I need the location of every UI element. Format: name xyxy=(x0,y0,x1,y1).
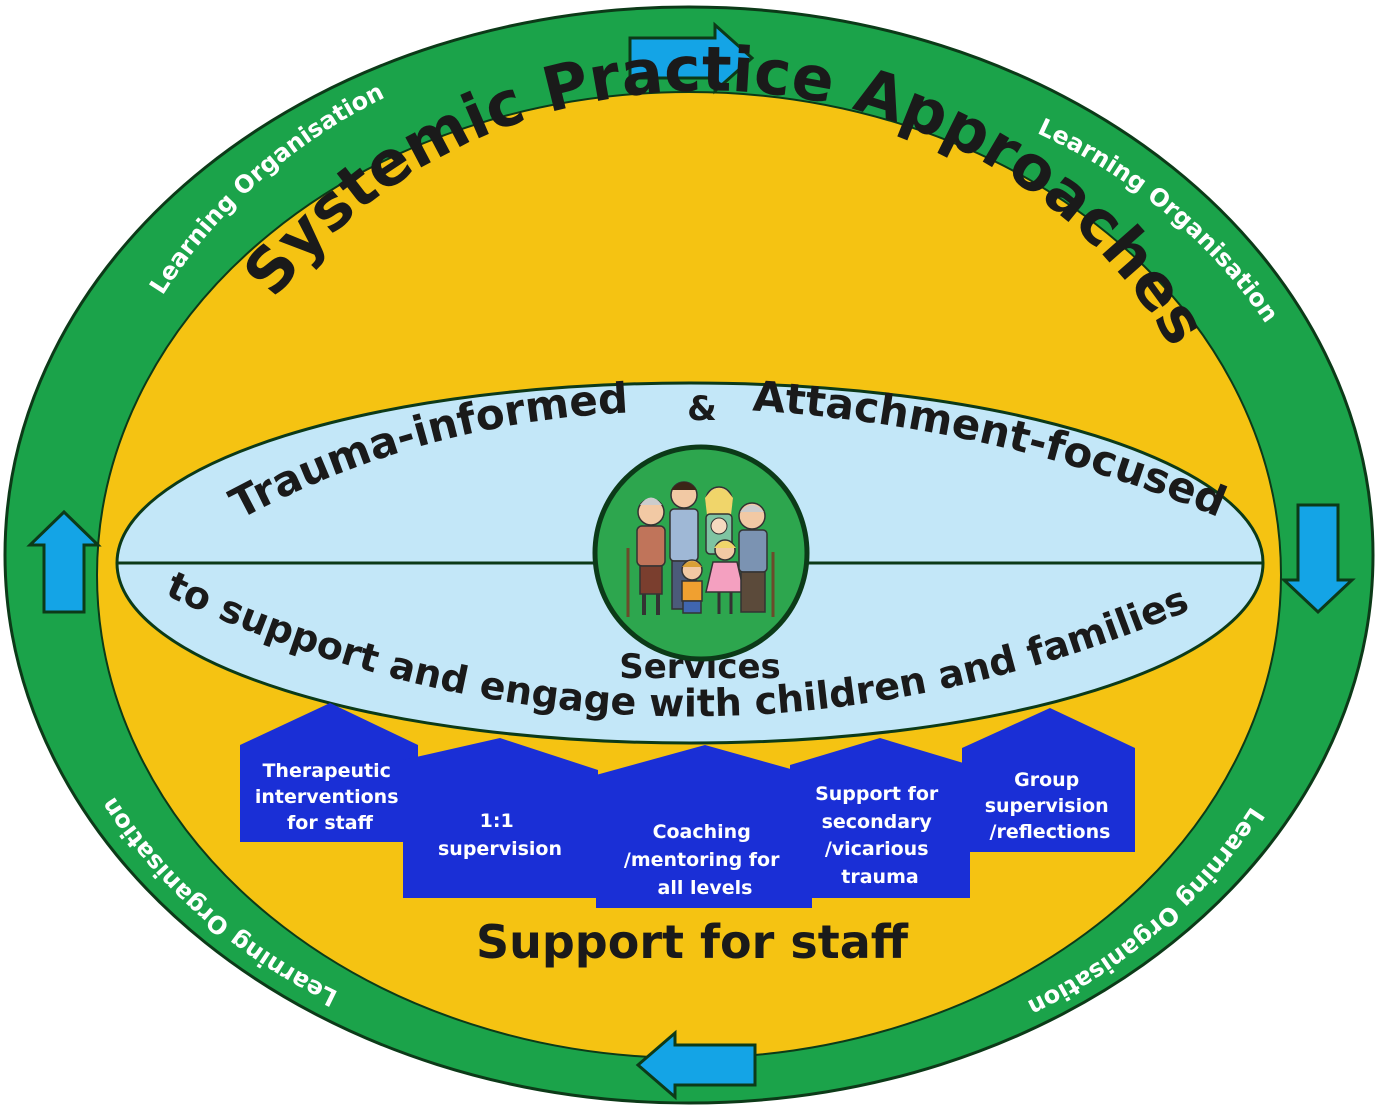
support-box-text: Therapeutic interventions for staff xyxy=(255,760,405,834)
support-box-secondary-trauma: Support for secondary /vicarious trauma xyxy=(790,738,970,898)
arrow-right-icon xyxy=(628,21,755,95)
support-box-text: Coaching /mentoring for all levels xyxy=(624,821,786,899)
family-group-icon xyxy=(592,444,810,662)
arrow-down-icon xyxy=(1280,503,1356,615)
support-box-coaching: Coaching /mentoring for all levels xyxy=(596,745,812,908)
lens-ampersand: & xyxy=(687,389,717,429)
support-box-group-supervision: Group supervision /reflections xyxy=(962,708,1135,852)
arrow-up-icon xyxy=(26,509,102,614)
support-box-text: 1:1 supervision xyxy=(438,810,562,860)
arrow-left-icon xyxy=(635,1029,757,1101)
support-box-therapeutic: Therapeutic interventions for staff xyxy=(240,703,418,842)
support-box-text: Group supervision /reflections xyxy=(985,769,1116,843)
support-box-text: Support for secondary /vicarious trauma xyxy=(815,783,945,888)
support-box-one-to-one: 1:1 supervision xyxy=(403,738,598,898)
support-for-staff-title: Support for staff xyxy=(476,915,909,969)
